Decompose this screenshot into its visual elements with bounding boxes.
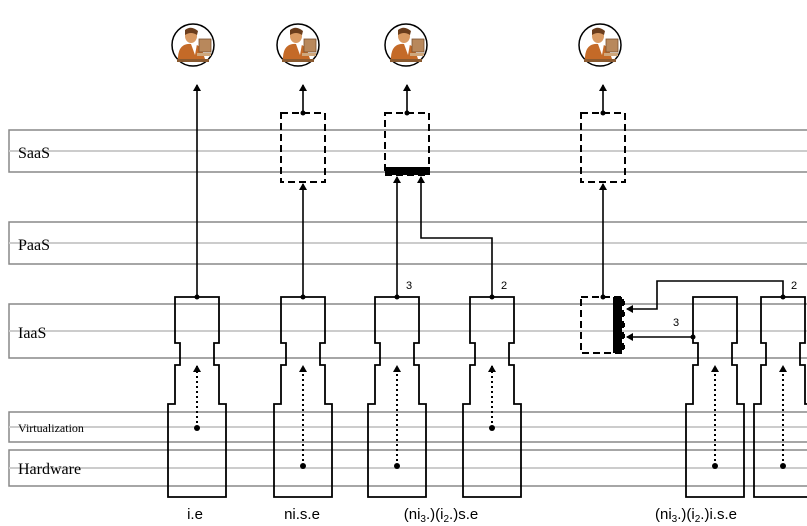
scenario-caption-3: (ni3.)(i2.)s.e [404,506,478,525]
layer-virtualization: Virtualization [8,411,807,443]
scenario-caption-1: i.e [187,506,203,523]
iaas-connector-bar [613,297,622,353]
stack-2 [273,296,333,498]
stacks [167,296,807,498]
layer-label-paas: PaaS [18,237,50,254]
layer-label-hardware: Hardware [18,461,81,478]
dotted-arrows [193,365,787,466]
stack-6 [753,296,807,498]
user-at-computer-icon [171,23,215,67]
connection-origins [194,110,786,340]
layer-paas: PaaS [8,221,807,265]
port-label: 2 [501,280,507,292]
layer-label-virtualization: Virtualization [18,421,84,435]
layer-iaas: IaaS [8,303,807,359]
layer-label-saas: SaaS [18,145,50,162]
user-at-computer-icon [384,23,428,67]
dotted-arrow-origins [194,425,786,469]
port-label: 3 [673,317,679,329]
stack-1 [167,296,227,498]
stack-5 [685,296,745,498]
layer-label-iaas: IaaS [18,325,46,342]
port-label: 2 [791,280,797,292]
user-at-computer-icon [578,23,622,67]
solid-arrows [193,84,784,341]
user-at-computer-icon [276,23,320,67]
scenario-caption-2: ni.s.e [284,506,320,523]
layer-saas: SaaS [8,129,807,173]
saas-connector-bar [385,167,430,175]
stack-3 [367,296,427,498]
layer-hardware: Hardware [8,449,807,487]
scenario-caption-4: (ni3.)(i2.)i.s.e [655,506,737,525]
port-label: 3 [406,280,412,292]
stack-4 [462,296,522,498]
